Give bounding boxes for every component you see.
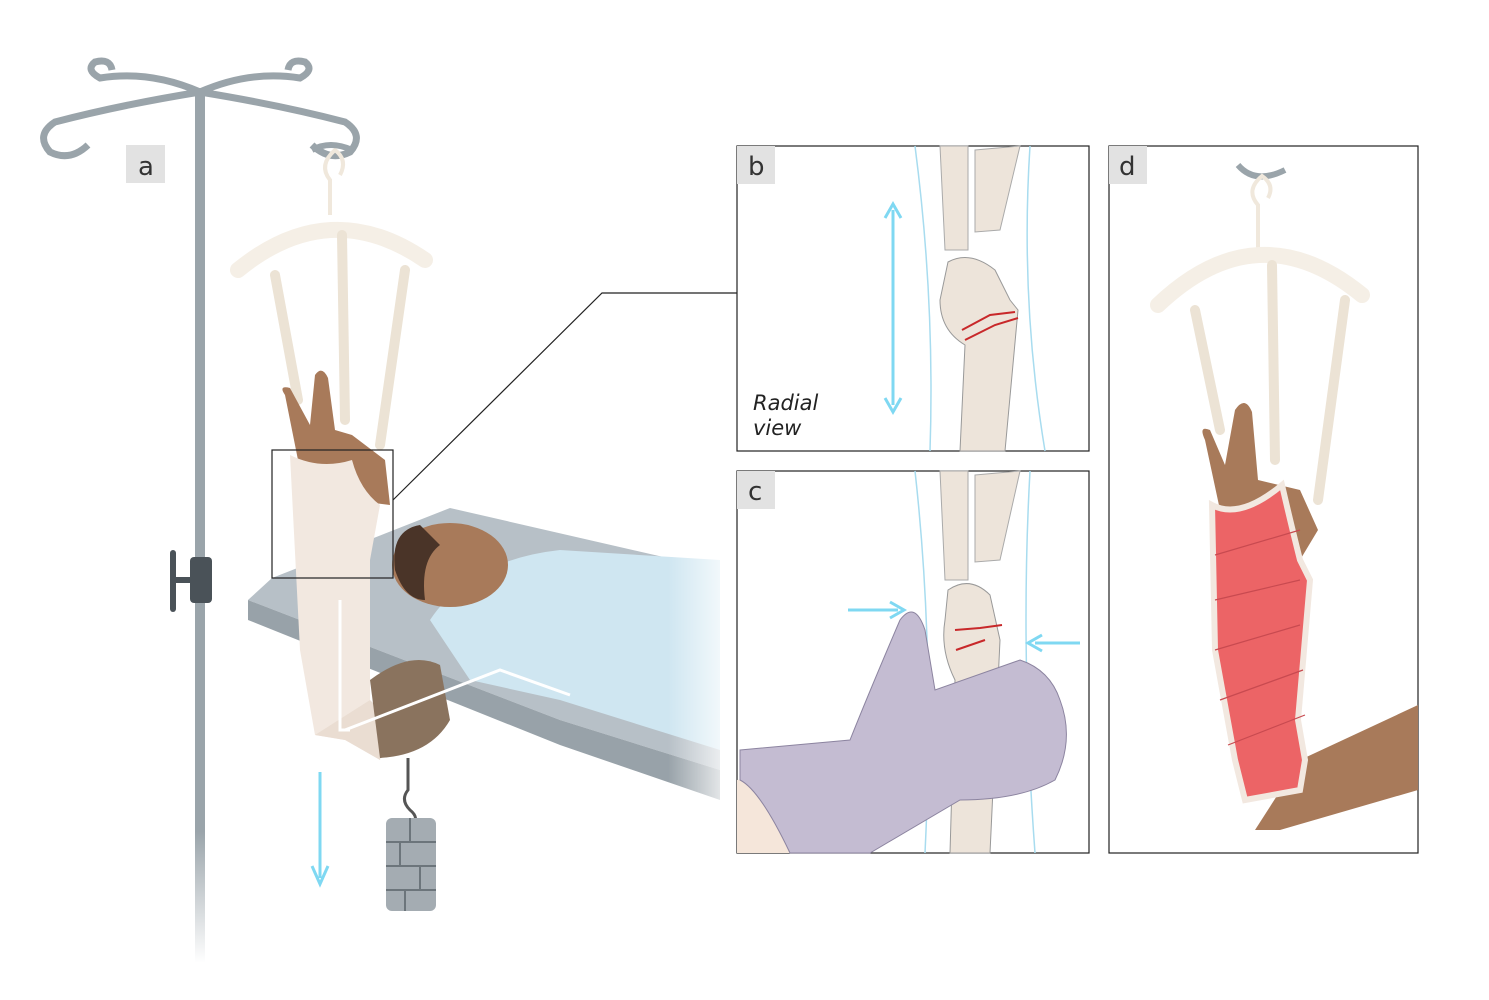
panel-a: a — [40, 57, 740, 963]
cast — [1208, 479, 1314, 804]
radial-view-caption-line2: view — [753, 416, 802, 440]
arm-padding — [290, 455, 380, 740]
wrist-bones — [939, 145, 1021, 452]
iv-pole — [40, 57, 360, 963]
traction-weight — [386, 818, 436, 911]
panel-d-label: d — [1119, 152, 1136, 182]
panel-a-label: a — [138, 152, 154, 182]
panel-c-label: c — [748, 477, 762, 507]
panel-c: c — [736, 470, 1090, 854]
zoom-inset-box — [271, 449, 394, 579]
panel-b: b Radial view — [736, 145, 1090, 452]
panel-a-label-box — [126, 145, 165, 183]
traction-arrow-icon — [310, 772, 330, 888]
arm-sling-cuff — [370, 660, 450, 758]
finger-trap-hanger — [230, 221, 433, 278]
panel-d: d — [1108, 145, 1419, 854]
gloved-hand — [739, 611, 1067, 854]
panel-b-label: b — [748, 152, 765, 182]
radial-view-caption-line1: Radial — [753, 391, 818, 415]
distraction-arrow-icon — [883, 200, 903, 416]
compression-arrow-icons — [848, 600, 1080, 653]
pole-clamp — [190, 557, 212, 603]
